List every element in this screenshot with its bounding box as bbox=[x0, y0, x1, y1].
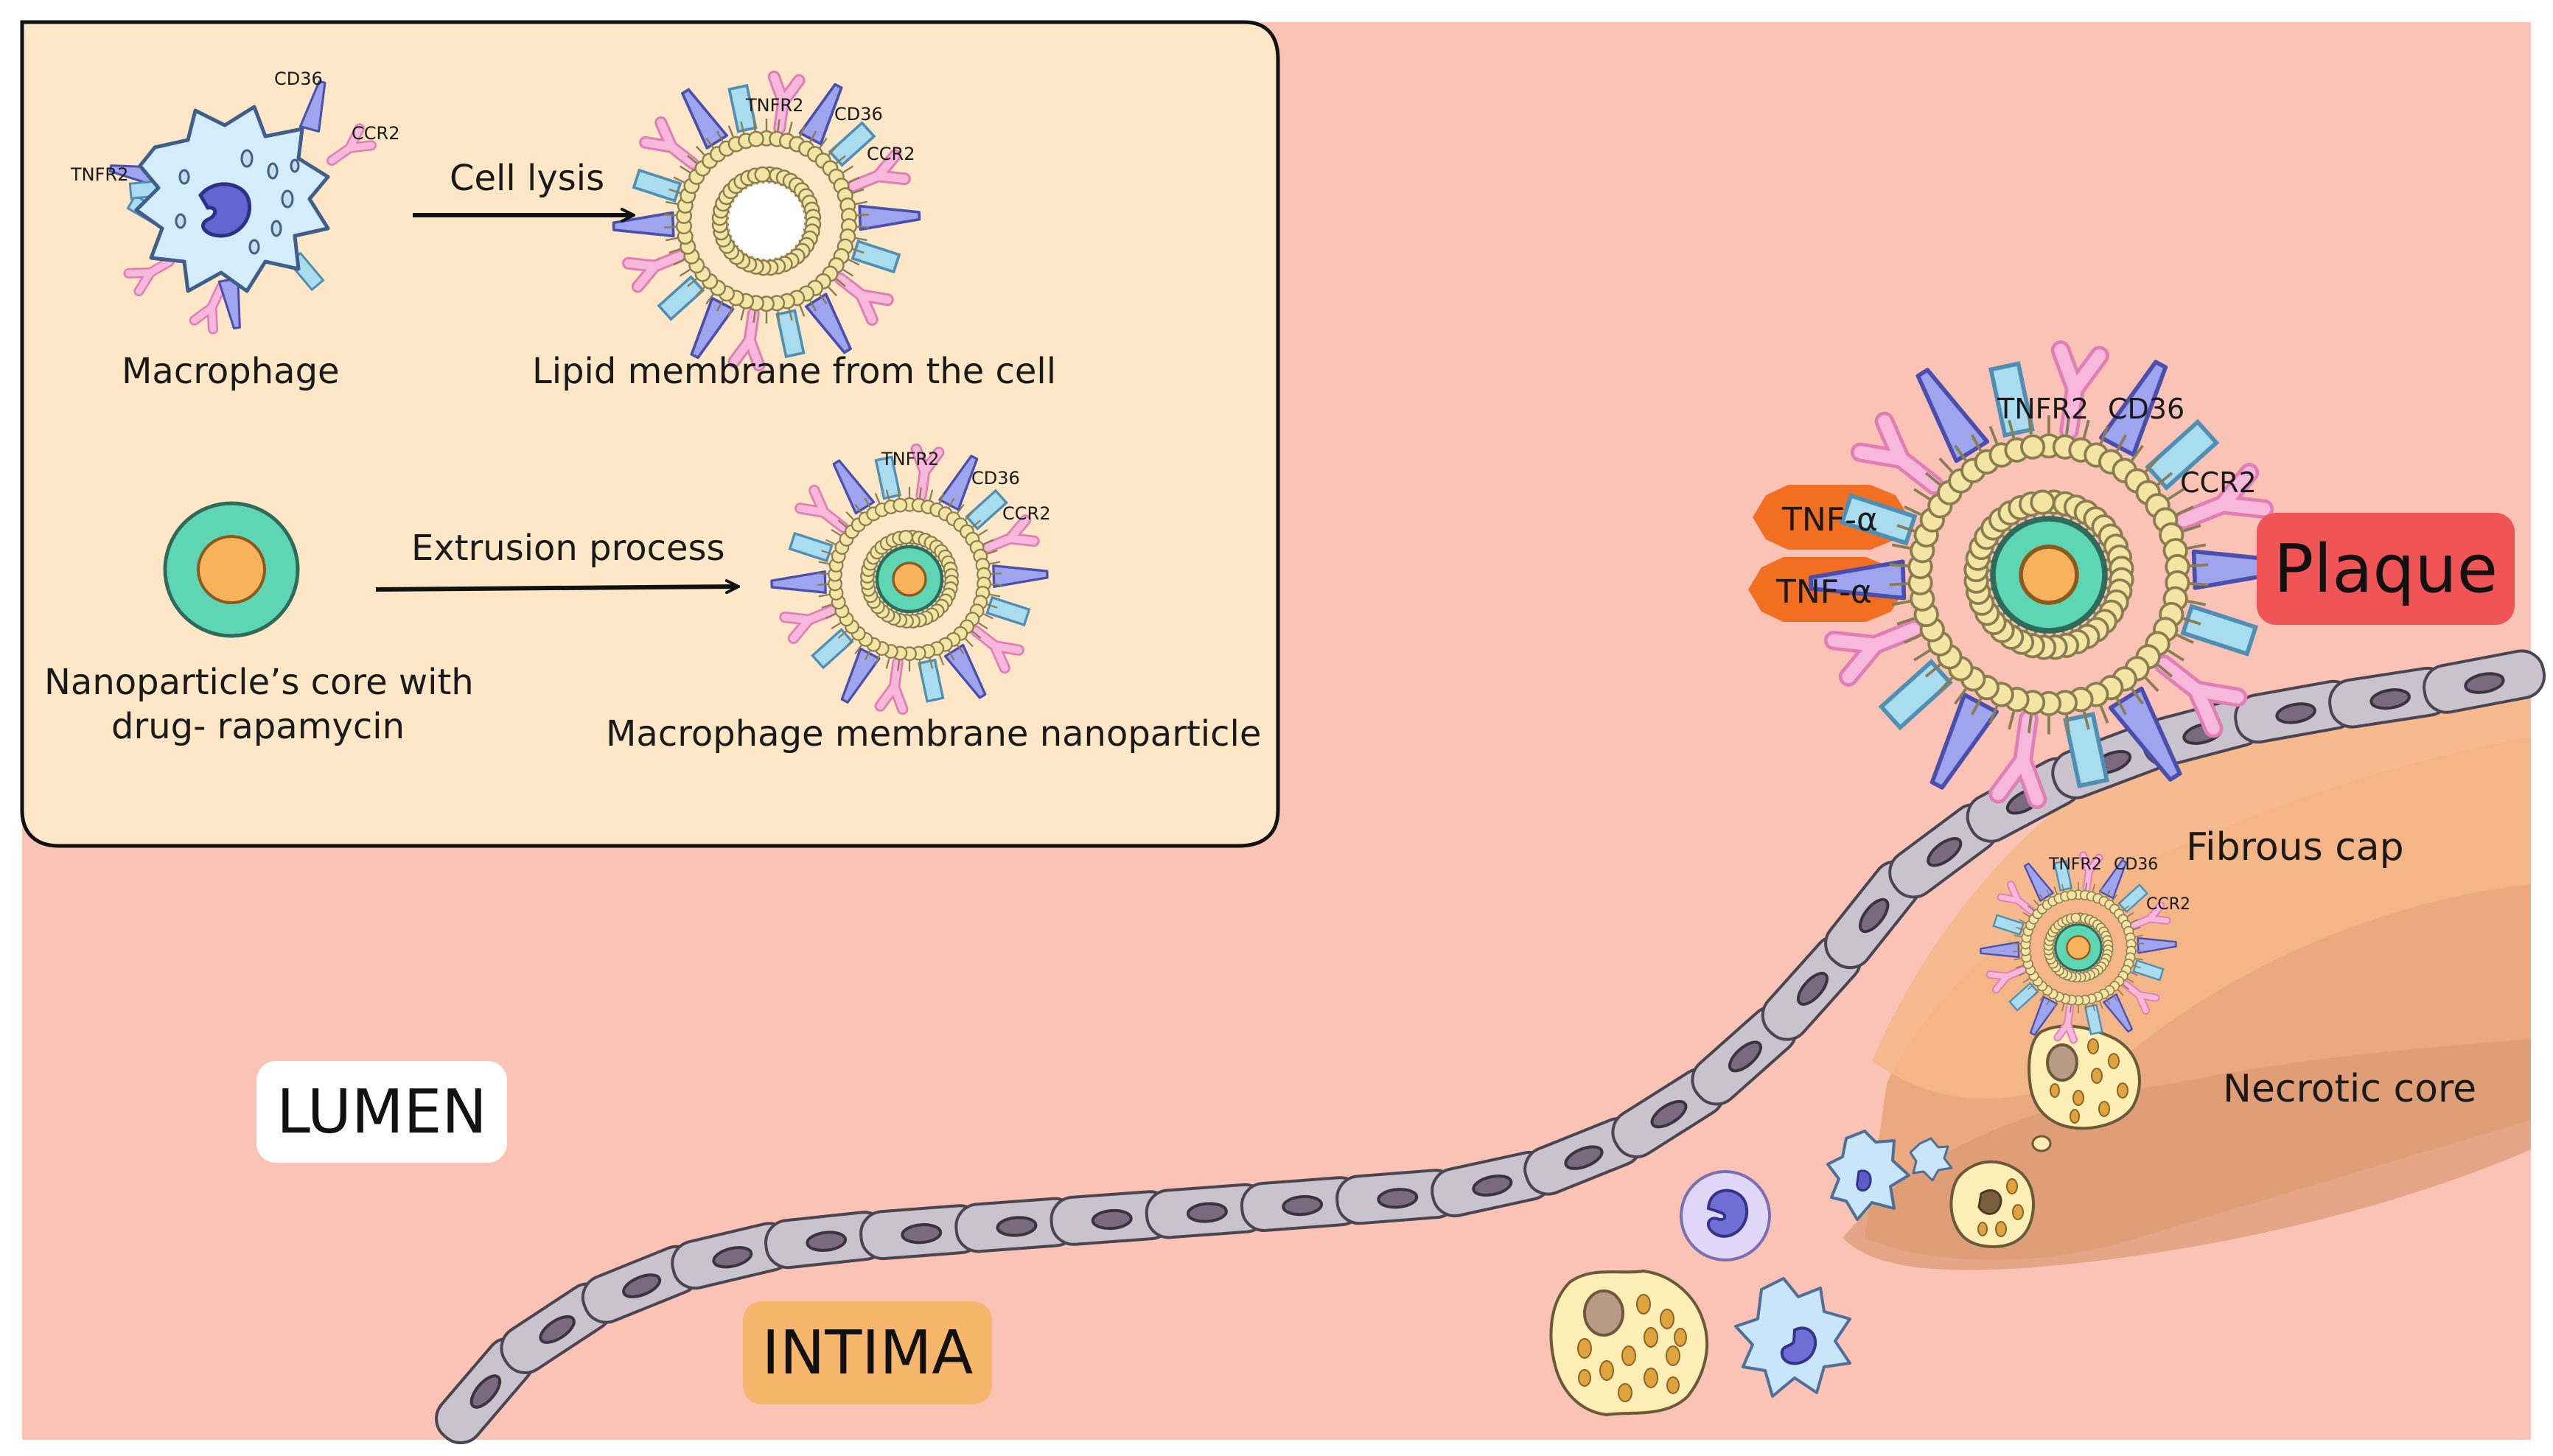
endothelial-cell bbox=[2328, 666, 2452, 729]
membrane-nanoparticle-fibrous-cap bbox=[1979, 855, 2178, 1040]
endothelial-cell bbox=[2423, 649, 2546, 714]
macrophage-free bbox=[1734, 1277, 1851, 1398]
lipid-droplet bbox=[2031, 1135, 2052, 1152]
nanoparticle-core-label-line2: drug- rapamycin bbox=[111, 706, 405, 747]
receptor-label-cd36: CD36 bbox=[2108, 393, 2185, 425]
endothelial-cell bbox=[2234, 679, 2358, 744]
receptor-label-tnfr2: TNFR2 bbox=[881, 449, 940, 469]
membrane-nanoparticle-label: Macrophage membrane nanoparticle bbox=[606, 713, 1262, 755]
receptor-label-ccr2: CCR2 bbox=[1002, 503, 1051, 524]
receptor-label-cd36: CD36 bbox=[834, 104, 883, 125]
receptor-label-ccr2: CCR2 bbox=[867, 144, 915, 164]
endothelial-cell bbox=[1240, 1176, 1364, 1232]
necrotic-core-label: Necrotic core bbox=[2223, 1067, 2477, 1111]
lipid-membrane-vesicle bbox=[612, 77, 921, 365]
nanoparticle-core bbox=[163, 501, 300, 638]
receptor-label-tnfr2: TNFR2 bbox=[1997, 393, 2089, 425]
monocyte bbox=[1680, 1170, 1771, 1261]
extrusion-process-label: Extrusion process bbox=[411, 528, 725, 569]
foam-cell-large bbox=[1549, 1269, 1709, 1417]
receptor-label-cd36: CD36 bbox=[2114, 855, 2159, 874]
receptor-label-tnfr2: TNFR2 bbox=[2049, 855, 2102, 874]
receptor-label-tnfr2: TNFR2 bbox=[71, 164, 129, 185]
endothelial-cell bbox=[859, 1204, 984, 1261]
receptor-label-ccr2: CCR2 bbox=[352, 123, 400, 144]
inset-panel bbox=[20, 20, 1280, 848]
extrusion-arrow bbox=[375, 587, 737, 589]
membrane-nanoparticle-inset bbox=[769, 449, 1050, 710]
membrane-nanoparticle-plaque bbox=[1810, 350, 2287, 799]
lipid-membrane-label: Lipid membrane from the cell bbox=[532, 351, 1057, 392]
endothelium bbox=[435, 649, 2546, 1445]
receptor-label-ccr2: CCR2 bbox=[2146, 895, 2191, 914]
receptor-label-cd36: CD36 bbox=[274, 69, 323, 89]
macrophage-tiny bbox=[1909, 1137, 1953, 1182]
foam-cell-plaque bbox=[2028, 1024, 2141, 1130]
cell-lysis-label: Cell lysis bbox=[450, 158, 605, 199]
tnf-alpha-label: TNF-α bbox=[1782, 501, 1878, 539]
receptor-label-tnfr2: TNFR2 bbox=[746, 95, 804, 116]
nanoparticle-core-label: Nanoparticle’s core with drug- rapamycin bbox=[44, 660, 474, 749]
receptor-label-cd36: CD36 bbox=[971, 468, 1020, 489]
lumen-tag: LUMEN bbox=[256, 1061, 507, 1163]
endothelial-cell bbox=[1335, 1169, 1460, 1225]
foam-cell-medium bbox=[1949, 1160, 2035, 1248]
nanoparticle-core-label-line1: Nanoparticle’s core with bbox=[44, 662, 474, 703]
macrophage-small bbox=[1826, 1130, 1910, 1221]
macrophage-cell bbox=[108, 78, 371, 329]
plaque-tag: Plaque bbox=[2257, 513, 2515, 625]
macrophage-label: Macrophage bbox=[122, 351, 340, 392]
receptor-label-ccr2: CCR2 bbox=[2180, 466, 2257, 499]
fibrous-cap-label: Fibrous cap bbox=[2186, 825, 2404, 869]
intima-tag: INTIMA bbox=[743, 1301, 992, 1404]
tnf-alpha-label: TNF-α bbox=[1776, 573, 1872, 611]
